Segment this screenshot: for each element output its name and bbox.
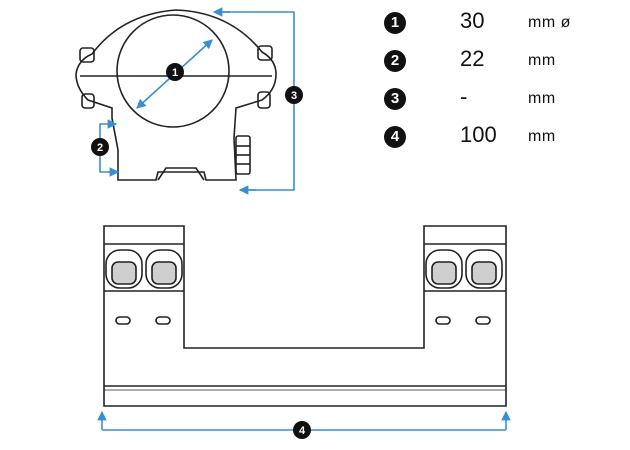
base-notch [157,167,205,181]
callout-3: 3 [285,86,303,104]
ring-screw-bottom-left [81,93,95,109]
slot-holes [115,316,491,325]
callout-2-label: 2 [97,142,103,154]
spec-number-badge: 1 [384,12,406,34]
spec-unit: mm [528,128,556,145]
callout-1-label: 1 [172,67,178,79]
mount-outline [103,225,507,407]
callout-4: 4 [293,421,311,439]
front-view [75,9,277,181]
left-screws [105,249,183,289]
spec-value: 100 [460,122,497,147]
spec-value: 22 [460,46,485,71]
ring-screw-bottom-right [257,91,271,109]
spec-number-badge: 3 [384,88,406,110]
right-screws [425,249,503,289]
spec-unit: mm [528,52,556,69]
ring-bore [116,14,230,128]
ring-screw-top-left [79,47,95,63]
spec-number-badge: 4 [384,126,406,148]
spec-unit: mm ø [528,14,571,31]
spec-table: 1 30 mm ø 2 22 mm 3 - mm 4 100 mm [384,6,624,158]
ring-body-outline [75,9,277,181]
spec-row: 3 - mm [384,82,624,120]
spec-value: 30 [460,8,485,33]
callout-4-label: 4 [299,425,306,437]
spec-row: 1 30 mm ø [384,6,624,44]
spec-value: - [460,84,468,109]
side-view [103,225,507,407]
spec-number-badge: 2 [384,50,406,72]
callout-3-label: 3 [291,90,297,102]
callout-2: 2 [91,138,109,156]
spec-row: 2 22 mm [384,44,624,82]
dimension-3-total-height [212,7,295,195]
ring-screw-top-right [257,45,273,61]
spec-row: 4 100 mm [384,120,624,158]
callout-1: 1 [166,63,184,81]
spec-unit: mm [528,90,556,107]
